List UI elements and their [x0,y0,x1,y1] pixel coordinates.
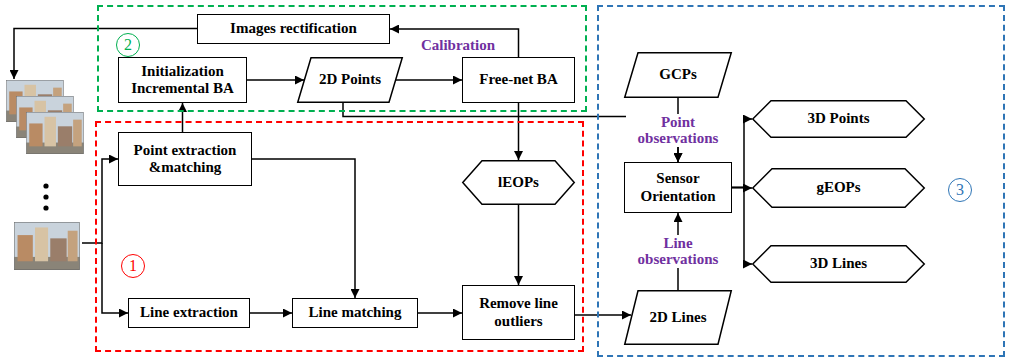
node-label: Line extraction [135,304,243,321]
shape-outline [298,58,403,103]
node-label: Remove line outliers [469,295,568,330]
connector-arrow [396,79,462,81]
node-label: Line matching [299,304,411,321]
connector-arrow [732,119,752,188]
connector-arrow [247,79,304,81]
shape-outline [753,101,925,138]
process-box: Remove line outliers [462,285,575,340]
node-label: GCPs [642,66,714,83]
shape-outline [753,246,925,283]
node-label: Sensor Orientation [631,170,725,205]
node-label: Free-net BA [469,71,568,88]
ellipsis-dot [43,183,48,188]
data-parallelogram: 2D Points [297,57,403,103]
output-hexagon: 3D Points [752,100,925,138]
connector-arrow [182,103,184,132]
process-box: Point extraction &matching [118,132,252,186]
module-region: 3 GCPsSensor Orientation 3D Points gEOPs 2D … [597,5,1005,357]
node-label: gEOPs [776,179,901,196]
ellipsis-dot [43,194,48,199]
node-label: Point extraction &matching [125,142,245,177]
node-label: Initialization Incremental BA [125,63,240,98]
connector-arrow [252,159,355,298]
node-label: 2D Points [315,71,385,88]
node-label: Images rectification [204,20,383,37]
data-parallelogram: 2D Lines [624,290,732,345]
output-hexagon: lEOPs [462,160,575,205]
connector-arrow [418,312,462,314]
module-region: 2 Images rectificationInitialization Incr… [97,5,587,112]
shape-outline [753,169,925,208]
edge-label: Line observations [626,235,730,268]
connector-arrow [518,205,520,285]
process-box: Images rectification [197,14,390,44]
node-label: 3D Points [775,110,902,127]
process-box: Initialization Incremental BA [118,57,247,103]
node-label: 3D Lines [775,255,902,272]
step-number: 1 [121,254,145,278]
input-wire [82,159,118,243]
shape-outline [625,53,732,98]
node-label: lEOPs [486,174,551,191]
process-box: Line extraction [128,298,250,328]
step-number: 2 [116,33,140,57]
process-box: Line matching [292,298,418,328]
step-number: 3 [948,178,972,202]
edge-label: Calibration [421,37,495,54]
aerial-image [14,222,79,270]
output-hexagon: 3D Lines [752,245,925,283]
connector-arrow [250,312,292,314]
process-box: Free-net BA [462,57,575,103]
connector-arrow [390,29,519,57]
connector-arrow [732,188,752,265]
shape-outline [463,161,575,205]
module-region: 1 Point extraction &matching lEOPsLine ext… [95,121,584,352]
node-label: 2D Lines [642,309,714,326]
input-wire [102,243,128,313]
output-hexagon: gEOPs [752,168,925,208]
ellipsis-dot [43,205,48,210]
shape-outline [625,291,732,345]
aerial-image [26,112,83,154]
process-box: Sensor Orientation [624,162,732,213]
data-parallelogram: GCPs [624,52,732,98]
edge-label: Point observations [626,114,730,147]
